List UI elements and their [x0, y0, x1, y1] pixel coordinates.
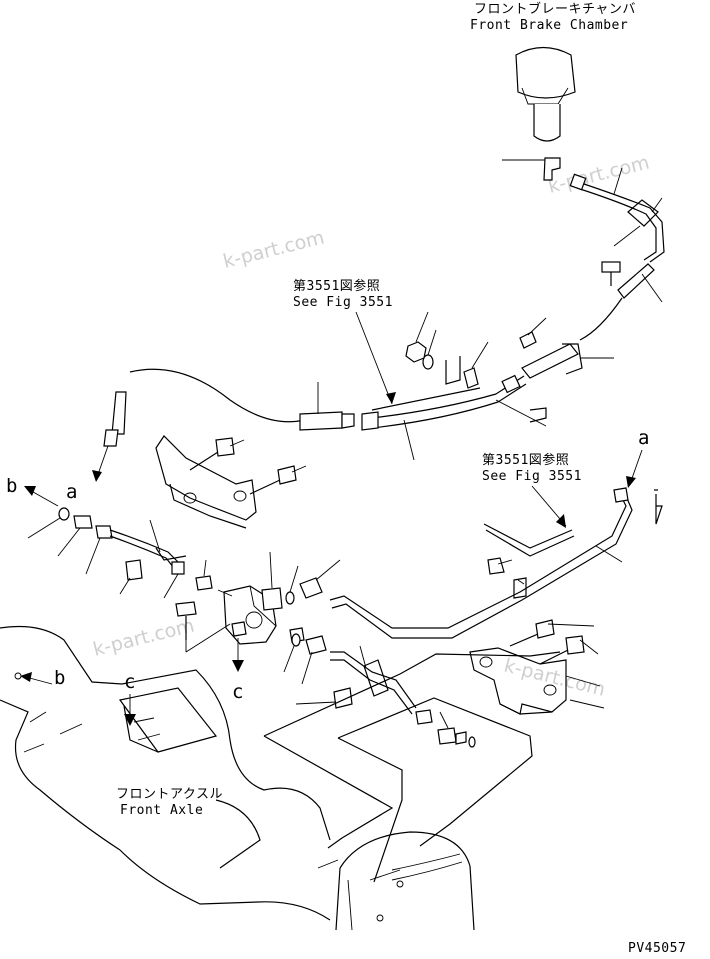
clip	[445, 341, 489, 389]
right-brake-tube	[329, 487, 633, 639]
watermark: k-part.com	[91, 614, 197, 660]
chamber-tube	[569, 167, 665, 263]
chamber-elbow-fitting	[502, 157, 561, 181]
mounting-bracket-left	[155, 435, 307, 529]
ref-c-axle: c	[124, 671, 135, 693]
see-fig-label-top-en: See Fig 3551	[293, 295, 393, 310]
left-brake-hose	[92, 368, 355, 482]
front-brake-chamber	[515, 46, 576, 142]
ref-a-left: a	[66, 481, 77, 503]
ref-c-valve: c	[232, 681, 243, 703]
valve-bolt	[175, 601, 231, 653]
see-fig-label-mid-en: See Fig 3551	[482, 469, 582, 484]
lower-brake-tubes	[263, 645, 561, 883]
brake-valve	[195, 551, 305, 672]
watermark: k-part.com	[546, 151, 652, 197]
front-axle-label-en: Front Axle	[120, 803, 203, 818]
see-fig-label-mid-jp: 第3551図参照	[482, 452, 569, 468]
ref-a-right: a	[638, 427, 649, 449]
front-brake-chamber-label-en: Front Brake Chamber	[470, 18, 628, 33]
valve-right-fittings	[283, 559, 341, 685]
ref-b-lower: b	[54, 667, 65, 689]
see-fig-label-top-jp: 第3551図参照	[293, 278, 380, 294]
ref-b-left: b	[6, 475, 17, 497]
upper-brake-tube	[361, 374, 547, 461]
chamber-bolt	[601, 261, 621, 286]
left-fittings	[27, 507, 187, 599]
right-tube-segment	[483, 523, 575, 557]
mounting-bracket-right	[469, 619, 605, 715]
brake-hose	[579, 263, 663, 341]
front-axle-housing	[0, 625, 331, 921]
washer	[422, 329, 437, 370]
nut	[405, 311, 429, 363]
front-axle-label-jp: フロントアクスル	[116, 787, 223, 802]
front-brake-chamber-label-jp: フロントブレーキチャンバ	[474, 1, 636, 17]
drawing-number: PV45057	[628, 941, 686, 956]
axle-hub	[335, 831, 475, 931]
watermark: k-part.com	[221, 226, 327, 272]
hose-clamp-right	[519, 317, 614, 379]
